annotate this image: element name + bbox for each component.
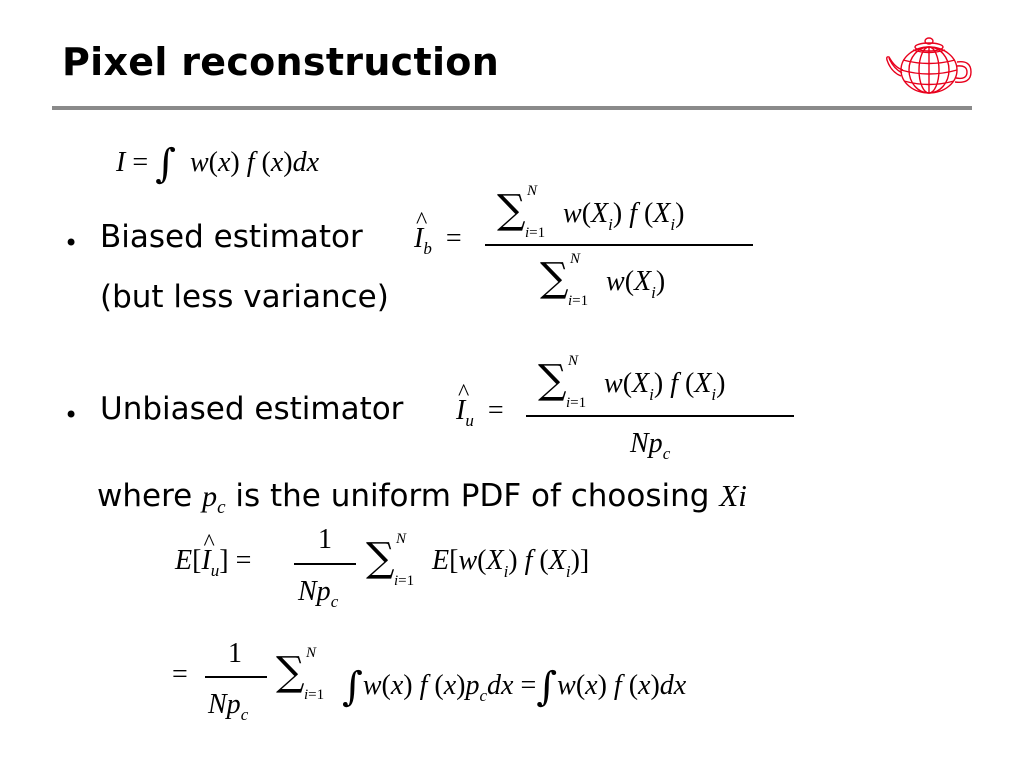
where-line: where pc is the uniform PDF of choosing … [97,478,747,517]
pc-subscript: c [217,497,226,518]
where-description: is the uniform PDF of choosing [235,478,710,514]
bullet-unbiased-label: Unbiased estimator [100,391,404,427]
biased-numerator: w(Xi) f (Xi) [563,198,685,234]
integral-equation: I = ∫ w(x) f (x)dx [116,141,320,187]
bullet-biased-label: Biased estimator [100,219,363,255]
slide-title: Pixel reconstruction [62,40,500,84]
bullet-dot: • [64,229,79,257]
unbiased-denominator: Npc [630,428,671,463]
expectation2-rhs: ∫w(x) f (x)pcdx =∫w(x) f (x)dx [342,664,687,710]
expectation2-fraction-denominator: Npc [208,689,249,724]
teapot-wireframe-icon [886,37,972,94]
expectation-fraction-bar [294,563,356,565]
expectation-lhs: E[I^u] = [175,530,252,580]
biased-denominator: w(Xi) [606,266,666,302]
expectation-fraction-numerator: 1 [318,524,332,555]
biased-estimator-lhs: I^b = [414,208,462,258]
expectation-equals: = [172,659,188,690]
title-divider [52,106,972,110]
pc-symbol: p [202,480,218,513]
xi-symbol: Xi [719,478,747,513]
unbiased-estimator-lhs: I^u = [456,380,504,430]
bullet-dot: • [64,401,79,429]
unbiased-fraction-bar [526,415,794,417]
expectation2-fraction-bar [205,676,267,678]
expectation-fraction-denominator: Npc [298,576,339,611]
unbiased-numerator: w(Xi) f (Xi) [604,368,726,404]
expectation2-fraction-numerator: 1 [228,638,242,669]
bullet-biased-note: (but less variance) [100,279,389,315]
biased-fraction-bar [485,244,753,246]
where-prefix: where [97,478,193,514]
expectation-rhs: E[w(Xi) f (Xi)] [432,545,590,581]
